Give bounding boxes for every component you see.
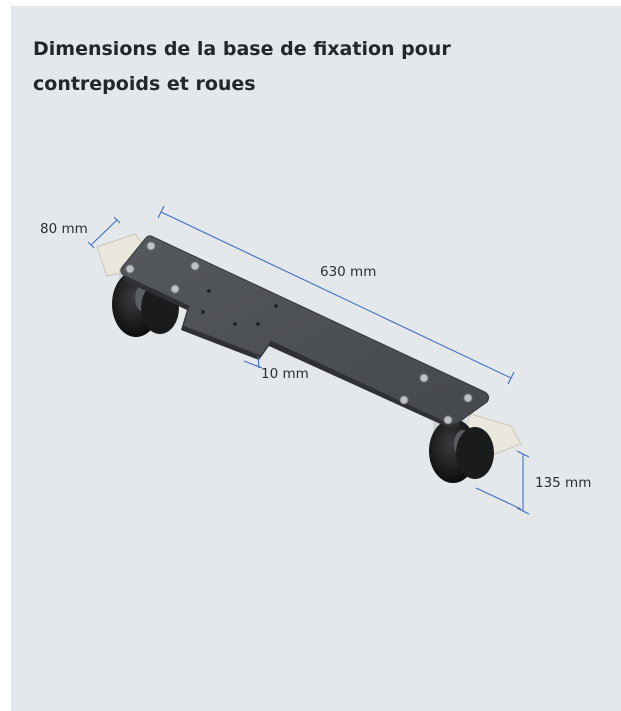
mounting-plate (120, 235, 490, 429)
base-dimension-diagram: 80 mm 630 mm 10 mm 135 mm (40, 205, 591, 515)
right-caster-wheel (429, 413, 522, 483)
card-title-line-1: Dimensions de la base de fixation pour (33, 38, 451, 60)
info-card: Dimensions de la base de fixation pour c… (11, 6, 621, 711)
card-title: Dimensions de la base de fixation pour c… (33, 32, 463, 102)
dimension-width-label: 80 mm (40, 221, 88, 237)
dimension-height-label: 135 mm (535, 475, 591, 491)
card-title-line-2: contrepoids et roues (33, 73, 256, 95)
dimension-offset-label: 10 mm (261, 366, 309, 382)
dimension-lines (87, 205, 530, 515)
dimension-length-label: 630 mm (320, 264, 376, 280)
